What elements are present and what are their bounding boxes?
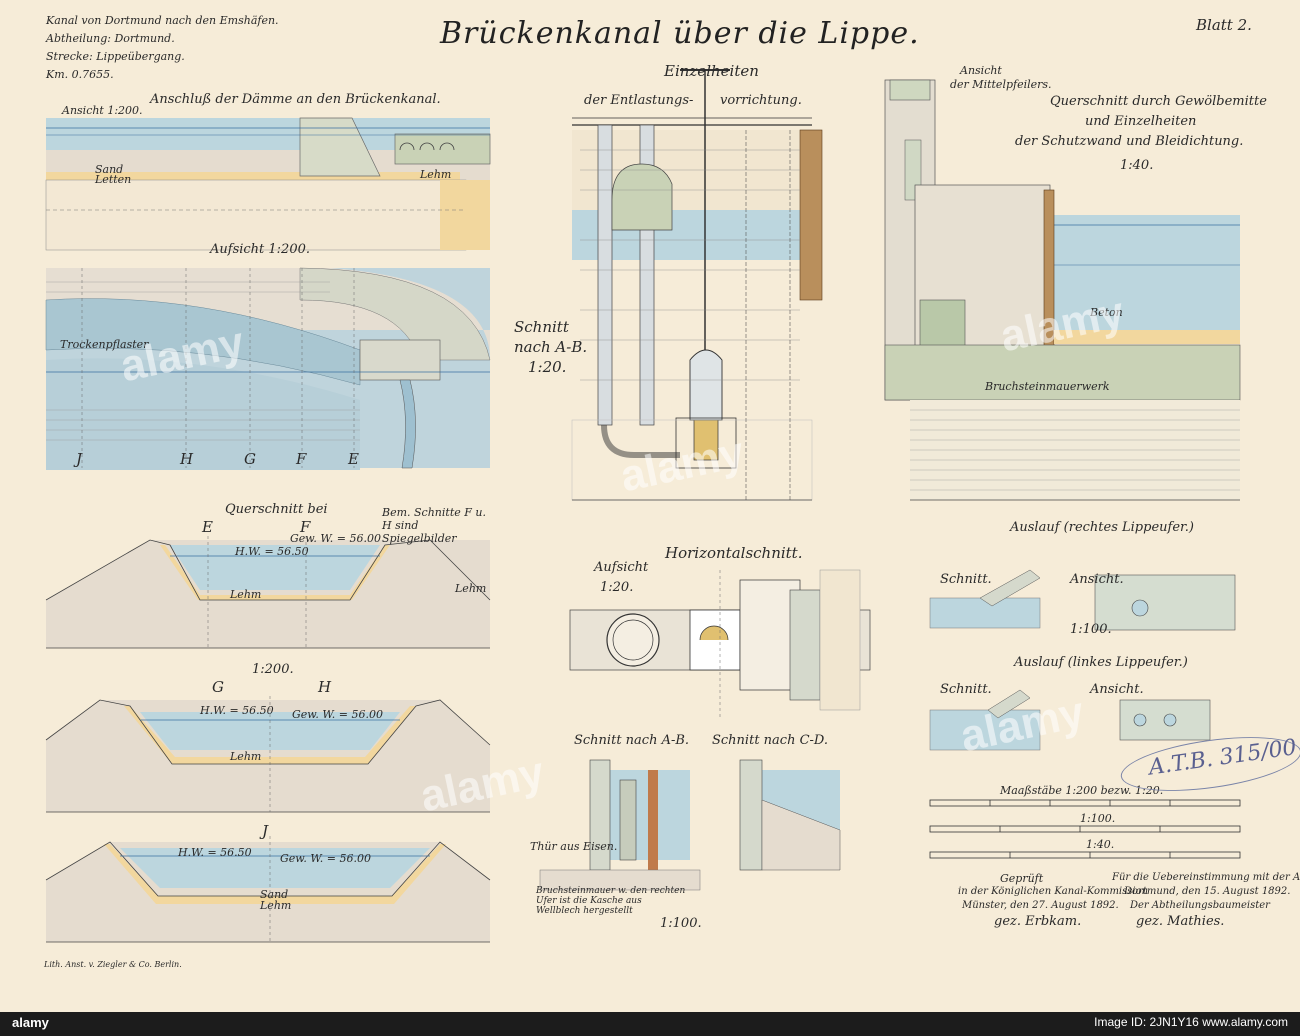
section-cd-small (739, 759, 841, 871)
section-label-e: E (202, 518, 213, 536)
header-line-4: Km. 0.7655. (46, 68, 114, 81)
outlet-left-heading: Auslauf (linkes Lippeufer.) (1014, 655, 1188, 670)
imprint: Lith. Anst. v. Ziegler & Co. Berlin. (44, 960, 182, 969)
section-ab-label-2: nach A-B. (514, 338, 588, 356)
outlet-right-scale: 1:100. (1070, 622, 1112, 637)
cut-cd-label: Schnitt nach C-D. (712, 733, 829, 748)
label-hw-j: H.W. = 56.50 (178, 846, 252, 859)
header-line-1: Kanal von Dortmund nach den Emshäfen. (46, 14, 279, 27)
detail-heading-1: Einzelheiten (664, 62, 759, 80)
relief-device-section (571, 69, 823, 501)
signature-left-4: gez. Erbkam. (994, 914, 1082, 929)
plan-letter-e: E (348, 450, 359, 468)
plan-letter-h: H (180, 450, 194, 468)
label-sand-j: Sand (260, 888, 289, 901)
plan-view (45, 267, 491, 470)
section-gh (45, 696, 491, 813)
section-label-h: H (318, 678, 332, 696)
elevation-view (45, 117, 491, 251)
header-line-2: Abtheilung: Dortmund. (46, 32, 175, 45)
stock-footer: alamy Image ID: 2JN1Y16 www.alamy.com (0, 1012, 1300, 1036)
pier-view-label-2: der Mittelpfeilers. (950, 78, 1052, 91)
scale-bar-40-label: 1:40. (1086, 838, 1115, 851)
section-ab-scale: 1:20. (528, 358, 567, 376)
outlet-left-view: Ansicht. (1090, 682, 1144, 697)
connection-heading: Anschluß der Dämme an den Brückenkanal. (150, 92, 441, 107)
label-masonry: Bruchsteinmauerwerk (985, 380, 1110, 393)
signature-right-1: Für die Uebereinstimmung mit der Ausführ… (1112, 872, 1300, 883)
pier-and-cross-section (884, 79, 1241, 501)
cross-section-scale: 1:40. (1120, 158, 1154, 173)
cross-section-heading-1: Querschnitt durch Gewölbemitte (1050, 94, 1267, 109)
label-gew-j: Gew. W. = 56.00 (280, 852, 371, 865)
scale-bars (929, 799, 1241, 859)
label-gew-gh: Gew. W. = 56.00 (292, 708, 383, 721)
label-letten: Letten (95, 173, 132, 186)
detail-heading-3: vorrichtung. (720, 93, 802, 108)
stock-footer-bar (0, 1012, 1300, 1036)
label-lehm-j: Lehm (260, 899, 292, 912)
label-lehm-ef-right: Lehm (455, 582, 487, 595)
drawing-canvas (45, 69, 1241, 943)
cut-ab-label: Schnitt nach A-B. (574, 733, 690, 748)
page-title: Brückenkanal über die Lippe. (440, 16, 920, 51)
signature-left-3: Münster, den 27. August 1892. (962, 900, 1119, 911)
label-trockenpflaster: Trockenpflaster (60, 338, 149, 351)
label-gew-ef: Gew. W. = 56.00 (290, 532, 381, 545)
section-ef (45, 536, 491, 649)
signature-right-3: Der Abtheilungsbaumeister (1130, 900, 1270, 911)
label-lehm-ef: Lehm (230, 588, 262, 601)
label-beton: Beton (1090, 306, 1123, 319)
section-label-f: F (300, 518, 311, 536)
plan-letter-f: F (296, 450, 307, 468)
plan-label: Aufsicht 1:200. (210, 242, 311, 257)
section-label-g: G (212, 678, 224, 696)
label-hw-ef: H.W. = 56.50 (235, 545, 309, 558)
signature-left-1: Geprüft (1000, 872, 1044, 885)
sheet-number: Blatt 2. (1196, 16, 1252, 34)
outlet-left (929, 689, 1211, 751)
section-heading: Querschnitt bei (225, 502, 328, 517)
cross-section-heading-2: und Einzelheiten (1085, 114, 1197, 129)
scale-bars-label: Maaßstäbe 1:200 bezw. 1:20. (1000, 784, 1164, 797)
label-lehm-gh: Lehm (230, 750, 262, 763)
signature-right-4: gez. Mathies. (1136, 914, 1225, 929)
outlet-left-section: Schnitt. (940, 682, 992, 697)
outlet-right-section: Schnitt. (940, 572, 992, 587)
header-line-3: Strecke: Lippeübergang. (46, 50, 185, 63)
stock-logo: alamy (12, 1015, 49, 1030)
plan-1-20-scale: 1:20. (600, 580, 634, 595)
horizontal-section (569, 569, 871, 720)
plan-1-20-label: Aufsicht (594, 560, 649, 575)
elevation-label: Ansicht 1:200. (62, 104, 143, 117)
section-ab-small (539, 759, 701, 891)
outlet-right (929, 569, 1236, 631)
label-hw-gh: H.W. = 56.50 (200, 704, 274, 717)
outlet-right-view: Ansicht. (1070, 572, 1124, 587)
plan-letter-j: J (76, 450, 83, 468)
stock-image-id: Image ID: 2JN1Y16 www.alamy.com (1094, 1015, 1288, 1029)
pier-view-label-1: Ansicht (960, 64, 1002, 77)
cross-section-heading-3: der Schutzwand und Bleidichtung. (1015, 134, 1244, 149)
signature-right-2: Dortmund, den 15. August 1892. (1124, 886, 1291, 897)
section-j (45, 836, 491, 943)
horizontal-section-label: Horizontalschnitt. (665, 544, 803, 562)
bottom-note: Bruchsteinmauer w. den rechten Ufer ist … (536, 886, 686, 916)
detail-heading-2: der Entlastungs- (584, 93, 694, 108)
scale-bar-100-label: 1:100. (1080, 812, 1116, 825)
section-label-j: J (262, 822, 269, 840)
label-sand: Sand (95, 163, 124, 176)
door-note: Thür aus Eisen. (530, 840, 618, 853)
drawing-sheet: Kanal von Dortmund nach den Emshäfen. Ab… (0, 0, 1300, 1012)
plan-letter-g: G (244, 450, 256, 468)
section-note: Bem. Schnitte F u. H sind Spiegelbilder (382, 506, 486, 545)
signature-left-2: in der Königlichen Kanal-Kommission (958, 886, 1149, 897)
scale-1-100-mid: 1:100. (660, 916, 702, 931)
section-ab-label: Schnitt (514, 318, 569, 336)
outlet-right-heading: Auslauf (rechtes Lippeufer.) (1010, 520, 1195, 535)
label-lehm-elevation: Lehm (420, 168, 452, 181)
scale-1-200: 1:200. (252, 662, 294, 677)
